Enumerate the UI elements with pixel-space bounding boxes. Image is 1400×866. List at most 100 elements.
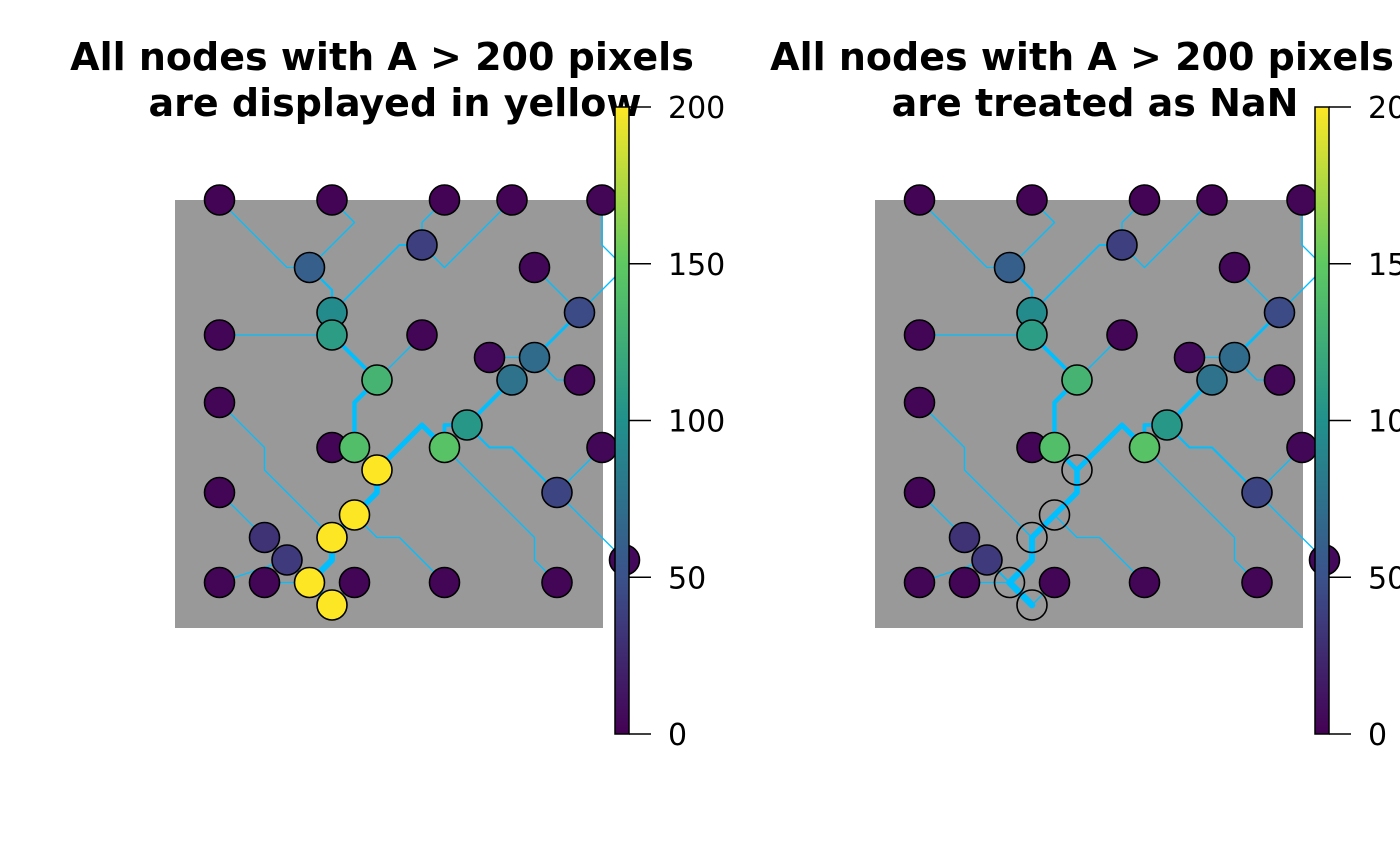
chart-title-right-line2: are treated as NaN: [892, 81, 1299, 125]
flow-edge-right-2: [1008, 199, 1056, 269]
node-left-n36: [338, 566, 371, 599]
node-left-n4: [496, 184, 528, 216]
flow-edge-right-26: [1143, 446, 1258, 584]
flow-edge-right-28: [1053, 514, 1146, 584]
node-left-n7: [406, 229, 438, 261]
colorbar-left-tick-label-150: 150: [668, 248, 725, 283]
node-right-n4: [1196, 184, 1228, 216]
node-right-n13: [1106, 319, 1138, 351]
node-left-n15: [518, 341, 551, 374]
node-right-n37: [1128, 566, 1161, 599]
node-left-n20: [451, 409, 483, 441]
node-left-n16: [361, 364, 393, 396]
node-left-n10: [563, 296, 596, 329]
node-left-n33: [203, 566, 236, 599]
colorbar-right-tick-label-0: 0: [1368, 718, 1387, 753]
chart-title-left-line1: All nodes with A > 200 pixels: [70, 35, 694, 79]
node-right-n11: [903, 319, 936, 351]
node-right-n2: [1016, 184, 1048, 216]
node-right-n6: [993, 251, 1026, 284]
colorbar-right: 0 50 100 150 200: [1314, 91, 1400, 753]
node-left-n28: [338, 499, 371, 531]
node-left-n24: [586, 431, 618, 464]
flow-edge-right-38: [1006, 579, 1036, 609]
node-left-n3: [428, 184, 461, 216]
colorbar-left-tick-label-50: 50: [668, 561, 706, 596]
node-left-n38: [541, 566, 573, 599]
flow-edge-left-26: [443, 446, 558, 584]
colorbar-left: 0 50 100 150 200: [614, 91, 725, 753]
colorbar-right-bar: [1314, 106, 1330, 735]
node-right-n28: [1038, 499, 1071, 531]
panel-right: All nodes with A > 200 pixels are treate…: [770, 35, 1400, 753]
flow-edge-right-22: [1074, 422, 1147, 473]
node-right-n35: [993, 566, 1026, 599]
node-right-n24: [1286, 431, 1318, 464]
node-right-n5: [1286, 184, 1318, 216]
flow-edge-right-33: [1006, 534, 1036, 586]
colorbar-right-tick-label-150: 150: [1368, 248, 1400, 283]
flow-edge-left-14: [578, 199, 626, 314]
flow-edge-left-23: [556, 491, 626, 561]
node-left-n30: [316, 521, 348, 554]
node-right-n22: [1038, 431, 1071, 464]
flow-edge-left-25: [466, 424, 558, 494]
node-left-n1: [203, 184, 236, 216]
flow-edge-right-27: [1051, 467, 1080, 518]
node-left-n34: [248, 566, 281, 599]
node-left-n17: [496, 364, 528, 396]
colorbar-left-tick-label-200: 200: [668, 91, 725, 126]
nodes-left: [203, 184, 641, 621]
node-left-n22: [338, 431, 371, 464]
flow-edge-right-14: [1278, 199, 1326, 314]
node-right-n10: [1263, 296, 1296, 329]
node-right-n18: [1263, 364, 1296, 396]
node-right-n20: [1151, 409, 1183, 441]
flow-edge-right-29: [918, 401, 1033, 539]
node-left-n35: [293, 566, 326, 599]
node-right-n1: [903, 184, 936, 216]
node-right-n29: [948, 521, 981, 554]
node-left-n27: [541, 476, 573, 509]
node-right-n12: [1016, 319, 1048, 351]
node-left-n6: [293, 251, 326, 284]
node-right-n33: [903, 566, 936, 599]
node-right-n26: [903, 476, 936, 509]
flow-edge-left-2: [308, 199, 356, 269]
node-left-n25: [361, 454, 393, 486]
flow-edge-left-22: [374, 422, 447, 473]
flow-edge-right-25: [1166, 424, 1258, 494]
colorbar-left-tick-label-0: 0: [668, 718, 687, 753]
node-right-n23: [1128, 431, 1161, 464]
colorbar-left-tick-label-100: 100: [668, 405, 725, 440]
chart-title-right-line1: All nodes with A > 200 pixels: [770, 35, 1394, 79]
flow-edge-left-29: [218, 401, 333, 539]
node-left-n5: [586, 184, 618, 216]
chart-title-left-line2: are displayed in yellow: [148, 81, 641, 125]
node-right-n30: [1016, 521, 1048, 554]
flow-edge-right-32: [1029, 512, 1058, 541]
colorbar-left-bar: [614, 106, 630, 735]
node-right-n38: [1241, 566, 1273, 599]
node-left-n19: [203, 386, 236, 419]
node-left-n8: [518, 251, 551, 284]
node-left-n39: [316, 589, 348, 621]
nodes-right: [903, 184, 1341, 621]
node-left-n14: [473, 341, 506, 374]
node-left-n2: [316, 184, 348, 216]
node-right-n19: [903, 386, 936, 419]
node-left-n26: [203, 476, 236, 509]
flow-edge-left-28: [353, 514, 446, 584]
node-right-n3: [1128, 184, 1161, 216]
colorbar-right-tick-label-100: 100: [1368, 405, 1400, 440]
node-left-n29: [248, 521, 281, 554]
node-right-n17: [1196, 364, 1228, 396]
node-right-n31: [971, 544, 1003, 576]
colorbar-right-tick-label-50: 50: [1368, 561, 1400, 596]
colorbar-right-tick-label-200: 200: [1368, 91, 1400, 126]
node-left-n18: [563, 364, 596, 396]
node-right-n15: [1218, 341, 1251, 374]
node-right-n36: [1038, 566, 1071, 599]
node-left-n23: [428, 431, 461, 464]
